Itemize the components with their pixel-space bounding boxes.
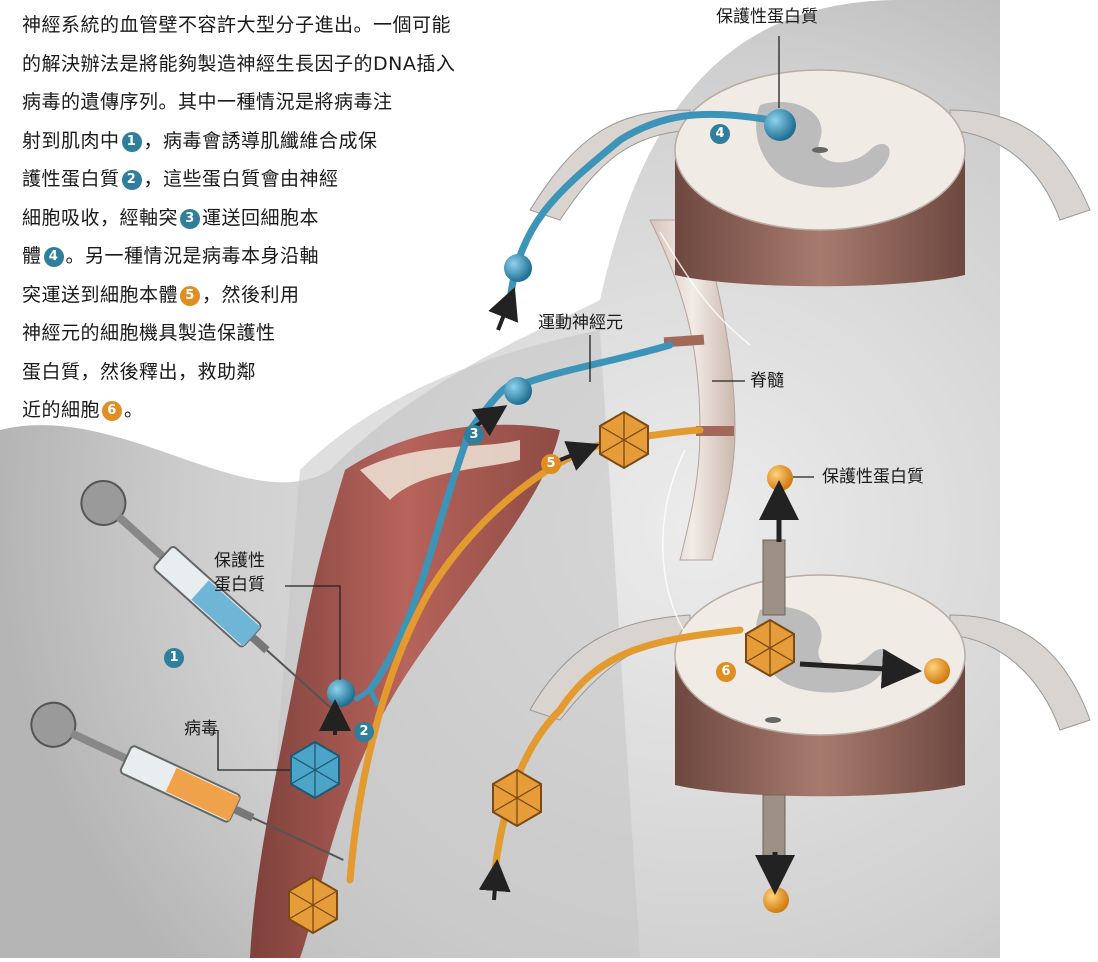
badge-6: 6 — [716, 662, 736, 682]
protein-sphere-orange-right — [924, 658, 950, 684]
label-protective-left-1: 保護性 — [214, 550, 265, 572]
intro-line-text: 射到肌肉中 — [22, 130, 120, 152]
intro-step-badge: 6 — [102, 401, 122, 421]
protein-sphere-blue-left — [327, 679, 355, 707]
intro-line-text: 的解決辦法是將能夠製造神經生長因子的DNA插入 — [22, 53, 455, 75]
intro-step-badge: 1 — [122, 132, 142, 152]
intro-line-text: 病毒的遺傳序列。其中一種情況是將病毒注 — [22, 91, 393, 113]
label-spinal-cord: 脊髓 — [750, 370, 784, 392]
intro-step-badge: 4 — [44, 247, 64, 267]
intro-line-text-after: 運送回細胞本 — [202, 207, 319, 229]
intro-line-text: 神經系統的血管壁不容許大型分子進出。一個可能 — [22, 14, 451, 36]
label-motor-neuron: 運動神經元 — [538, 312, 623, 334]
intro-text: 神經系統的血管壁不容許大型分子進出。一個可能的解決辦法是將能夠製造神經生長因子的… — [22, 6, 622, 430]
label-virus: 病毒 — [184, 718, 218, 740]
intro-step-badge: 5 — [180, 286, 200, 306]
arrow-lower-up — [494, 875, 496, 900]
intro-line: 的解決辦法是將能夠製造神經生長因子的DNA插入 — [22, 45, 622, 84]
badge-5: 5 — [541, 454, 561, 474]
badge-4: 4 — [710, 124, 730, 144]
intro-line-text: 體 — [22, 245, 42, 267]
protein-sphere-orange-top — [767, 465, 793, 491]
intro-line: 神經元的細胞機具製造保護性 — [22, 314, 622, 353]
intro-line-text-after: ，病毒會誘導肌纖維合成保 — [144, 130, 378, 152]
label-protective-top: 保護性蛋白質 — [716, 6, 818, 28]
badge-1: 1 — [164, 648, 184, 668]
label-protective-right: 保護性蛋白質 — [822, 466, 924, 488]
badge-2: 2 — [354, 722, 374, 742]
intro-line-text: 突運送到細胞本體 — [22, 284, 178, 306]
intro-line-text: 神經元的細胞機具製造保護性 — [22, 322, 276, 344]
intro-line-text-after: 。另一種情況是病毒本身沿軸 — [66, 245, 320, 267]
tube-up — [763, 540, 785, 615]
intro-line-text: 細胞吸收，經軸突 — [22, 207, 178, 229]
intro-line: 病毒的遺傳序列。其中一種情況是將病毒注 — [22, 83, 622, 122]
intro-line-text-after: ，然後利用 — [202, 284, 300, 306]
intro-line: 神經系統的血管壁不容許大型分子進出。一個可能 — [22, 6, 622, 45]
intro-line: 蛋白質，然後釋出，救助鄰 — [22, 353, 622, 392]
intro-line-text: 近的細胞 — [22, 399, 100, 421]
protein-sphere-orange-bottom — [763, 887, 789, 913]
intro-step-badge: 2 — [122, 170, 142, 190]
intro-step-badge: 3 — [180, 209, 200, 229]
intro-line-text: 護性蛋白質 — [22, 168, 120, 190]
intro-line-text-after: ，這些蛋白質會由神經 — [144, 168, 339, 190]
label-protective-left-2: 蛋白質 — [214, 574, 265, 596]
badge-3: 3 — [464, 425, 484, 445]
intro-line-text-after: 。 — [124, 399, 144, 421]
intro-line-text: 蛋白質，然後釋出，救助鄰 — [22, 361, 256, 383]
protein-sphere-blue-top — [764, 109, 796, 141]
